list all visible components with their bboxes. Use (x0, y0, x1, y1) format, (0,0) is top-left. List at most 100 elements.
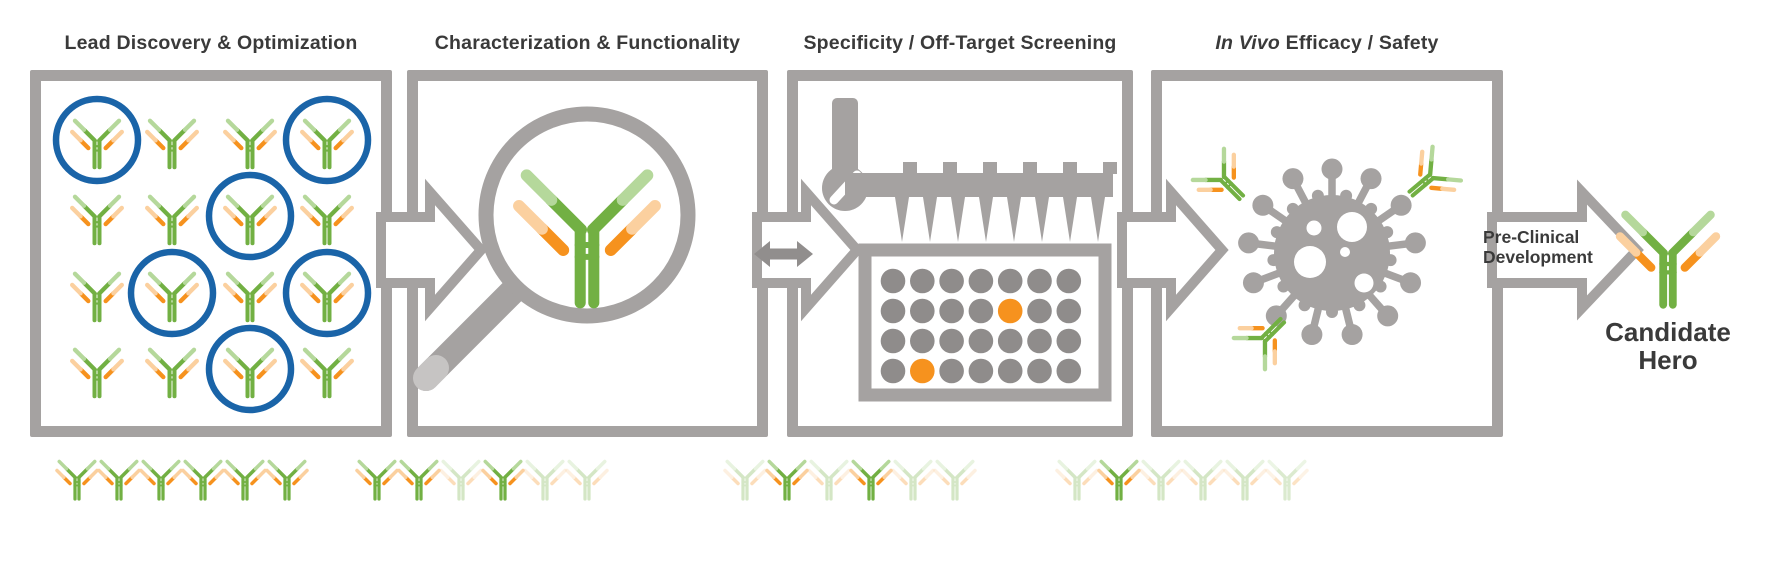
plate-well (910, 268, 935, 294)
plate-well (939, 268, 964, 294)
plate-well (939, 298, 964, 324)
plate-well (1027, 358, 1052, 384)
virus-spike-knob (1400, 272, 1422, 294)
virus-spike-knob (1390, 194, 1412, 216)
virus-spike-knob (1252, 194, 1274, 216)
plate-well-hit (910, 358, 935, 384)
bound-antibody-icon (1191, 147, 1259, 215)
plate-well (880, 268, 906, 294)
selection-circle (282, 248, 372, 338)
antibody-icon (225, 121, 275, 168)
plate-well (968, 298, 994, 324)
bound-antibody-icon (1232, 303, 1300, 371)
antibody-icon (147, 350, 197, 397)
stage-title-invivo: In Vivo Efficacy / Safety (1151, 32, 1503, 58)
pipette-notch (943, 162, 957, 174)
pipette-icon (822, 98, 1117, 242)
funnel-antibody-icon (849, 459, 893, 501)
antibody-icon (147, 121, 197, 168)
plate-well (968, 358, 994, 384)
virus-spike-knob (1242, 272, 1264, 294)
antibody-icon (147, 274, 197, 321)
antibody-icon (302, 121, 352, 168)
funnel-antibody-icon (439, 459, 483, 501)
antibody-icon (302, 274, 352, 321)
virus-spike-knob (1341, 324, 1363, 346)
selection-circle (52, 95, 142, 185)
antibody-icon (147, 197, 197, 244)
pre-clinical-label: Pre-Clinical Development (1483, 227, 1613, 267)
pipette-notch (1023, 162, 1037, 174)
funnel-antibody-icon (355, 459, 399, 501)
plate-well (880, 358, 906, 384)
pipette-notch (983, 162, 997, 174)
virus-spike-knob (1404, 232, 1426, 254)
pipette-notch (903, 162, 917, 174)
title-italic-part: In Vivo (1215, 32, 1280, 54)
plate-well-hit (997, 298, 1023, 324)
funnel-antibody-icon (723, 459, 767, 501)
funnel-antibody-icon (265, 459, 309, 501)
antibody-icon (225, 274, 275, 321)
pipette-notch (1103, 162, 1117, 174)
pipette-tip (1007, 197, 1021, 242)
plate-well (1056, 268, 1082, 294)
funnel-antibody-icon (1055, 459, 1099, 501)
plate-well (997, 358, 1023, 384)
pipette-tip (1063, 197, 1077, 242)
virus-pore (1354, 273, 1374, 293)
antibody-icon (302, 197, 352, 244)
pipette-tip (951, 197, 965, 242)
funnel-antibody-icon (1265, 459, 1309, 501)
pipette-tip (1035, 197, 1049, 242)
double-arrow-icon (754, 241, 813, 267)
antibody-icon (72, 350, 122, 397)
funnel-antibody-icon (891, 459, 935, 501)
plate-well (880, 328, 906, 354)
virus-icon (1238, 158, 1426, 346)
funnel-antibody-rows (55, 459, 1309, 501)
funnel-antibody-icon (55, 459, 99, 501)
pipette-tip (1091, 197, 1105, 242)
title-regular-part: Efficacy / Safety (1280, 32, 1439, 54)
antibody-icon (225, 350, 275, 397)
funnel-antibody-icon (565, 459, 609, 501)
funnel-antibody-icon (1139, 459, 1183, 501)
selection-circle (205, 324, 295, 414)
stage-title-specificity: Specificity / Off-Target Screening (803, 32, 1117, 54)
candidate-line2: Hero (1638, 345, 1698, 375)
funnel-antibody-icon (139, 459, 183, 501)
pre-clinical-line1: Pre-Clinical (1483, 227, 1580, 247)
plate-well (1027, 298, 1052, 324)
stage-arrow-final (1487, 179, 1644, 321)
microplate (858, 243, 1112, 402)
antibody-icon (225, 197, 275, 244)
plate-well (939, 358, 964, 384)
antibody-icon (72, 197, 122, 244)
funnel-antibody-icon (397, 459, 441, 501)
virus-body (1274, 195, 1390, 311)
pipette-notch (1063, 162, 1077, 174)
candidate-line1: Candidate (1605, 317, 1731, 347)
stage-arrow-1 (376, 178, 488, 322)
plate-well (880, 298, 906, 324)
funnel-antibody-icon (481, 459, 525, 501)
magnifier-icon (413, 106, 696, 391)
funnel-antibody-icon (1181, 459, 1225, 501)
virus-spike-knob (1282, 168, 1304, 190)
stage-arrow-3 (1117, 178, 1229, 322)
plate-well (910, 328, 935, 354)
selection-circle (127, 248, 217, 338)
plate-well (939, 328, 964, 354)
funnel-antibody-icon (933, 459, 977, 501)
virus-spike-knob (1265, 305, 1287, 327)
virus-pore (1337, 212, 1367, 242)
stage-title-characterization: Characterization & Functionality (434, 32, 741, 54)
plate-well (910, 298, 935, 324)
virus-spike-knob (1360, 168, 1382, 190)
plate-well (1056, 328, 1082, 354)
plate-well (968, 328, 994, 354)
pipette-tip (923, 197, 937, 242)
